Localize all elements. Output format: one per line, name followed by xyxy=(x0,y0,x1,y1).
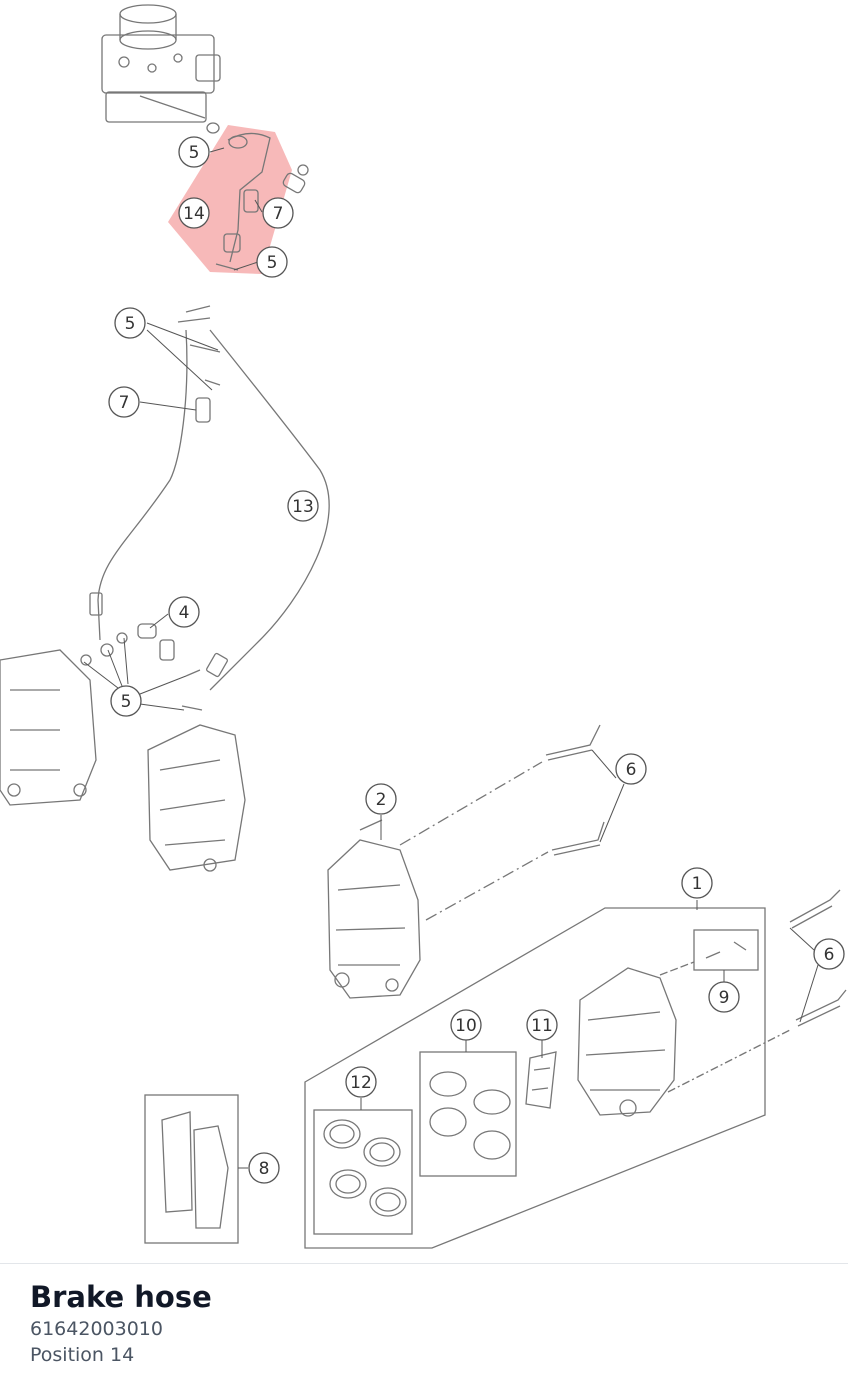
part-number: 61642003010 xyxy=(30,1318,163,1340)
callout-12[interactable]: 12 xyxy=(345,1066,377,1098)
callout-6[interactable]: 6 xyxy=(813,938,845,970)
svg-text:6: 6 xyxy=(626,760,637,780)
brake-pads-8 xyxy=(161,1111,229,1229)
callout-6[interactable]: 6 xyxy=(615,753,647,785)
callout-5[interactable]: 5 xyxy=(178,136,210,168)
svg-text:7: 7 xyxy=(273,204,284,224)
fittings xyxy=(80,623,203,711)
callout-13[interactable]: 13 xyxy=(287,490,319,522)
caliper-2 xyxy=(327,819,421,999)
pistons-10 xyxy=(429,1071,511,1160)
callout-7[interactable]: 7 xyxy=(262,197,294,229)
caliper-middle xyxy=(147,724,246,872)
part-position: Position 14 xyxy=(30,1344,135,1366)
callout-5[interactable]: 5 xyxy=(114,307,146,339)
caliper-left xyxy=(0,649,97,806)
svg-text:5: 5 xyxy=(267,253,278,273)
svg-text:5: 5 xyxy=(189,143,200,163)
seals-12 xyxy=(323,1119,407,1217)
part-9-box xyxy=(693,929,759,971)
callout-14[interactable]: 14 xyxy=(178,197,210,229)
svg-text:10: 10 xyxy=(455,1016,477,1036)
part-11 xyxy=(525,1051,557,1109)
part-10-box xyxy=(419,1051,517,1177)
callout-9[interactable]: 9 xyxy=(708,981,740,1013)
caliper-1 xyxy=(577,961,791,1117)
part-8-box xyxy=(144,1094,239,1244)
svg-text:6: 6 xyxy=(824,945,835,965)
leader-lines xyxy=(83,147,819,1169)
highlight-area xyxy=(168,125,292,274)
svg-text:8: 8 xyxy=(259,1159,270,1179)
callout-4[interactable]: 4 xyxy=(168,596,200,628)
callout-10[interactable]: 10 xyxy=(450,1009,482,1041)
svg-text:1: 1 xyxy=(692,874,703,894)
abs-unit xyxy=(101,4,221,123)
callout-2[interactable]: 2 xyxy=(365,783,397,815)
svg-text:9: 9 xyxy=(719,988,730,1008)
callout-11[interactable]: 11 xyxy=(526,1009,558,1041)
callout-7[interactable]: 7 xyxy=(108,386,140,418)
parts-diagram: 5 14 7 5 5 7 13 4 5 6 2 1 6 9 10 11 12 8 xyxy=(0,4,847,1249)
kit-outline-1 xyxy=(304,907,766,1249)
callout-1[interactable]: 1 xyxy=(681,867,713,899)
part-info: Brake hose 61642003010 Position 14 xyxy=(30,1278,212,1368)
brake-hose-13 xyxy=(89,305,330,691)
brake-hose-14 xyxy=(206,122,309,271)
svg-text:4: 4 xyxy=(179,603,190,623)
divider xyxy=(0,1263,848,1264)
svg-text:5: 5 xyxy=(125,314,136,334)
bolts-6 xyxy=(399,724,847,1027)
svg-text:11: 11 xyxy=(531,1016,553,1036)
svg-text:14: 14 xyxy=(183,204,205,224)
callout-5[interactable]: 5 xyxy=(256,246,288,278)
svg-text:12: 12 xyxy=(350,1073,372,1093)
callout-8[interactable]: 8 xyxy=(248,1152,280,1184)
svg-text:2: 2 xyxy=(376,790,387,810)
svg-text:7: 7 xyxy=(119,393,130,413)
callout-5[interactable]: 5 xyxy=(110,685,142,717)
part-name: Brake hose xyxy=(30,1280,212,1314)
svg-text:13: 13 xyxy=(292,497,314,517)
svg-text:5: 5 xyxy=(121,692,132,712)
part-12-box xyxy=(313,1109,413,1235)
